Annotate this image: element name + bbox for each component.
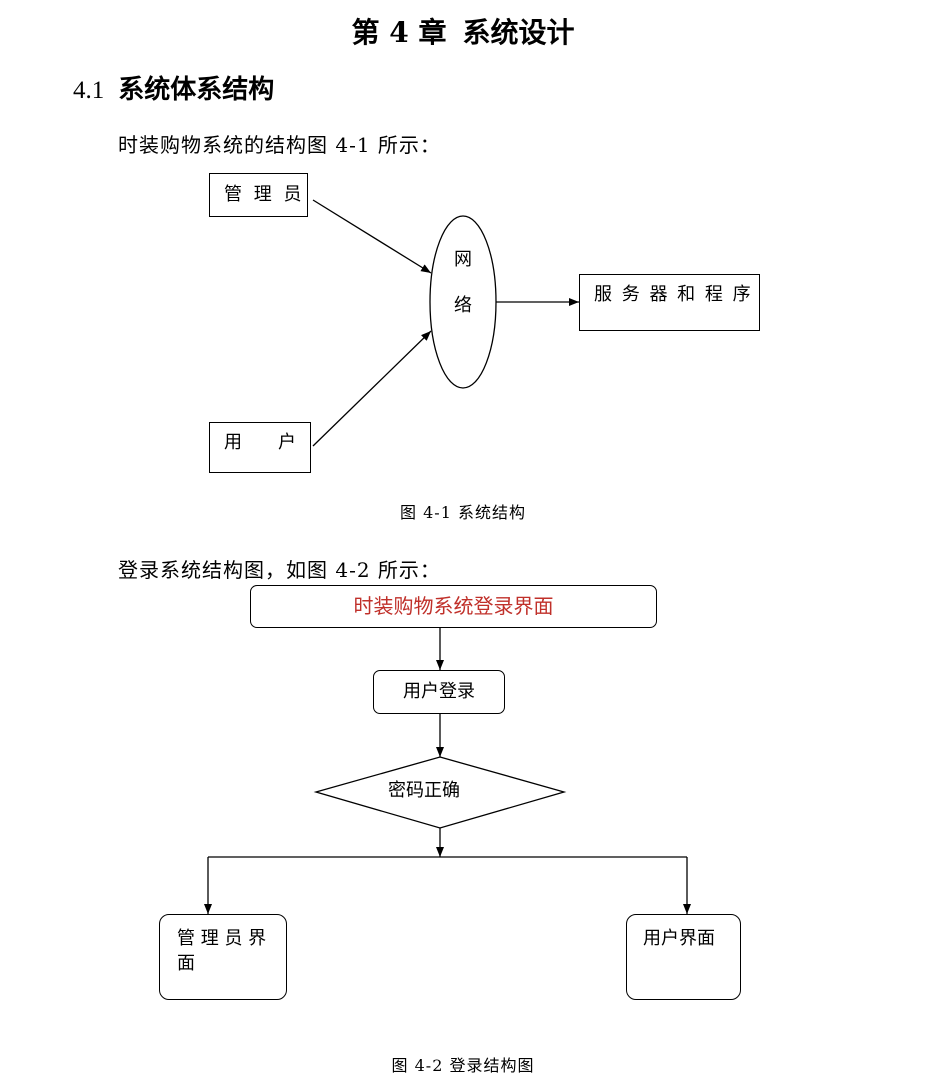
section-heading: 4.1 系统体系结构 (73, 71, 274, 112)
password-check-label: 密码正确 (388, 780, 460, 801)
network-node-label-line1: 网 (454, 249, 472, 270)
chapter-number: 第 4 章 (351, 16, 447, 49)
figure1-intro-paragraph: 时装购物系统的结构图 4-1 所示： (118, 133, 441, 157)
login-page-node-label: 时装购物系统登录界面 (353, 594, 554, 618)
admin-node-label: 管 理 员 (224, 184, 305, 205)
login-page-node: 时装购物系统登录界面 (250, 585, 657, 628)
figure2-caption: 图 4-2 登录结构图 (391, 1056, 535, 1075)
network-node-label-line2: 络 (454, 295, 472, 316)
admin-node: 管 理 员 (209, 173, 308, 217)
user-ui-node: 用户界面 (626, 914, 741, 1000)
user-node-label: 用 户 (224, 432, 296, 453)
chapter-heading: 第 4 章系统设计 (0, 13, 926, 53)
user-login-node: 用户登录 (373, 670, 505, 714)
admin-ui-node: 管 理 员 界 面 (159, 914, 287, 1000)
admin-ui-node-label: 管 理 员 界 面 (177, 928, 267, 974)
user-login-node-label: 用户登录 (403, 681, 475, 702)
user-node: 用 户 (209, 422, 311, 473)
user-ui-node-label: 用户界面 (643, 928, 715, 949)
server-node: 服 务 器 和 程 序 (579, 274, 760, 331)
section-title: 系统体系结构 (118, 75, 275, 105)
figure2-intro-paragraph: 登录系统结构图，如图 4-2 所示： (118, 558, 441, 582)
chapter-title: 系统设计 (462, 16, 575, 49)
arrow-user-to-network (312, 330, 432, 447)
figure1-caption: 图 4-1 系统结构 (400, 503, 526, 522)
section-number: 4.1 (73, 77, 105, 104)
server-node-label: 服 务 器 和 程 序 (594, 284, 753, 305)
arrow-admin-to-network (312, 199, 432, 274)
